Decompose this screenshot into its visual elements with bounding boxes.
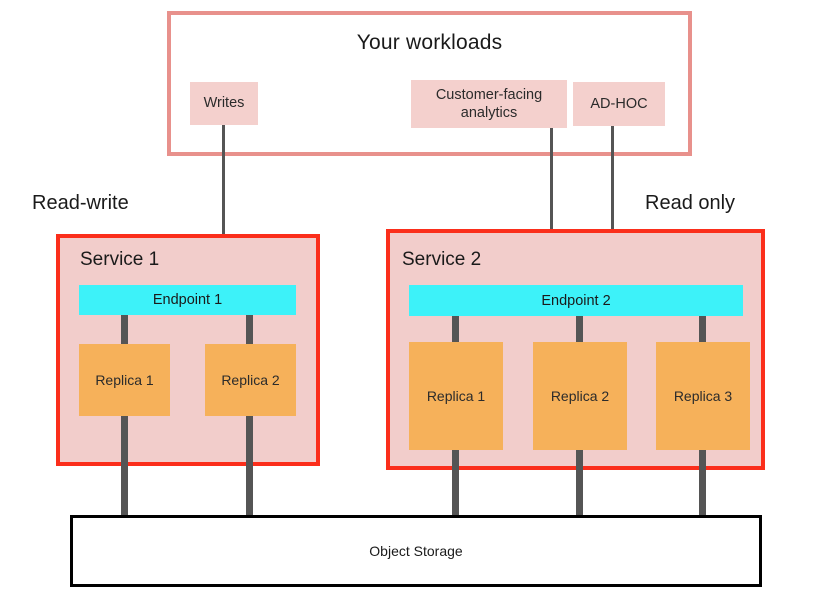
connector-s2-replica3-storage (699, 450, 706, 515)
endpoint-1[interactable]: Endpoint 1 (79, 285, 296, 315)
workload-chip-ad-hoc[interactable]: AD-HOC (573, 82, 665, 126)
workloads-title: Your workloads (356, 31, 503, 54)
service-title-1: Service 1 (80, 249, 160, 270)
connector-endpoint2-replica2 (576, 316, 583, 342)
access-label-read-only: Read only (645, 192, 736, 214)
service-2-replica-3[interactable]: Replica 3 (656, 342, 750, 450)
workload-chip-writes[interactable]: Writes (190, 82, 258, 125)
workload-chip-customer-facing-analytics[interactable]: Customer-facing analytics (411, 80, 567, 128)
object-storage-box[interactable]: Object Storage (70, 515, 762, 587)
connector-s2-replica2-storage (576, 450, 583, 515)
connector-s2-replica1-storage (452, 450, 459, 515)
connector-endpoint1-replica1 (121, 315, 128, 344)
service-1-replica-1[interactable]: Replica 1 (79, 344, 170, 416)
connector-s1-replica2-storage (246, 416, 253, 515)
connector-s1-replica1-storage (121, 416, 128, 515)
service-2-replica-2[interactable]: Replica 2 (533, 342, 627, 450)
endpoint-2[interactable]: Endpoint 2 (409, 285, 743, 316)
access-label-read-write: Read-write (32, 192, 129, 214)
connector-endpoint2-replica1 (452, 316, 459, 342)
arrow-writes-line (222, 125, 225, 255)
arrow-adhoc-line (611, 126, 614, 265)
arrow-analytics-line (550, 128, 553, 265)
connector-endpoint1-replica2 (246, 315, 253, 344)
service-1-replica-2[interactable]: Replica 2 (205, 344, 296, 416)
service-title-2: Service 2 (402, 249, 482, 270)
service-2-replica-1[interactable]: Replica 1 (409, 342, 503, 450)
connector-endpoint2-replica3 (699, 316, 706, 342)
